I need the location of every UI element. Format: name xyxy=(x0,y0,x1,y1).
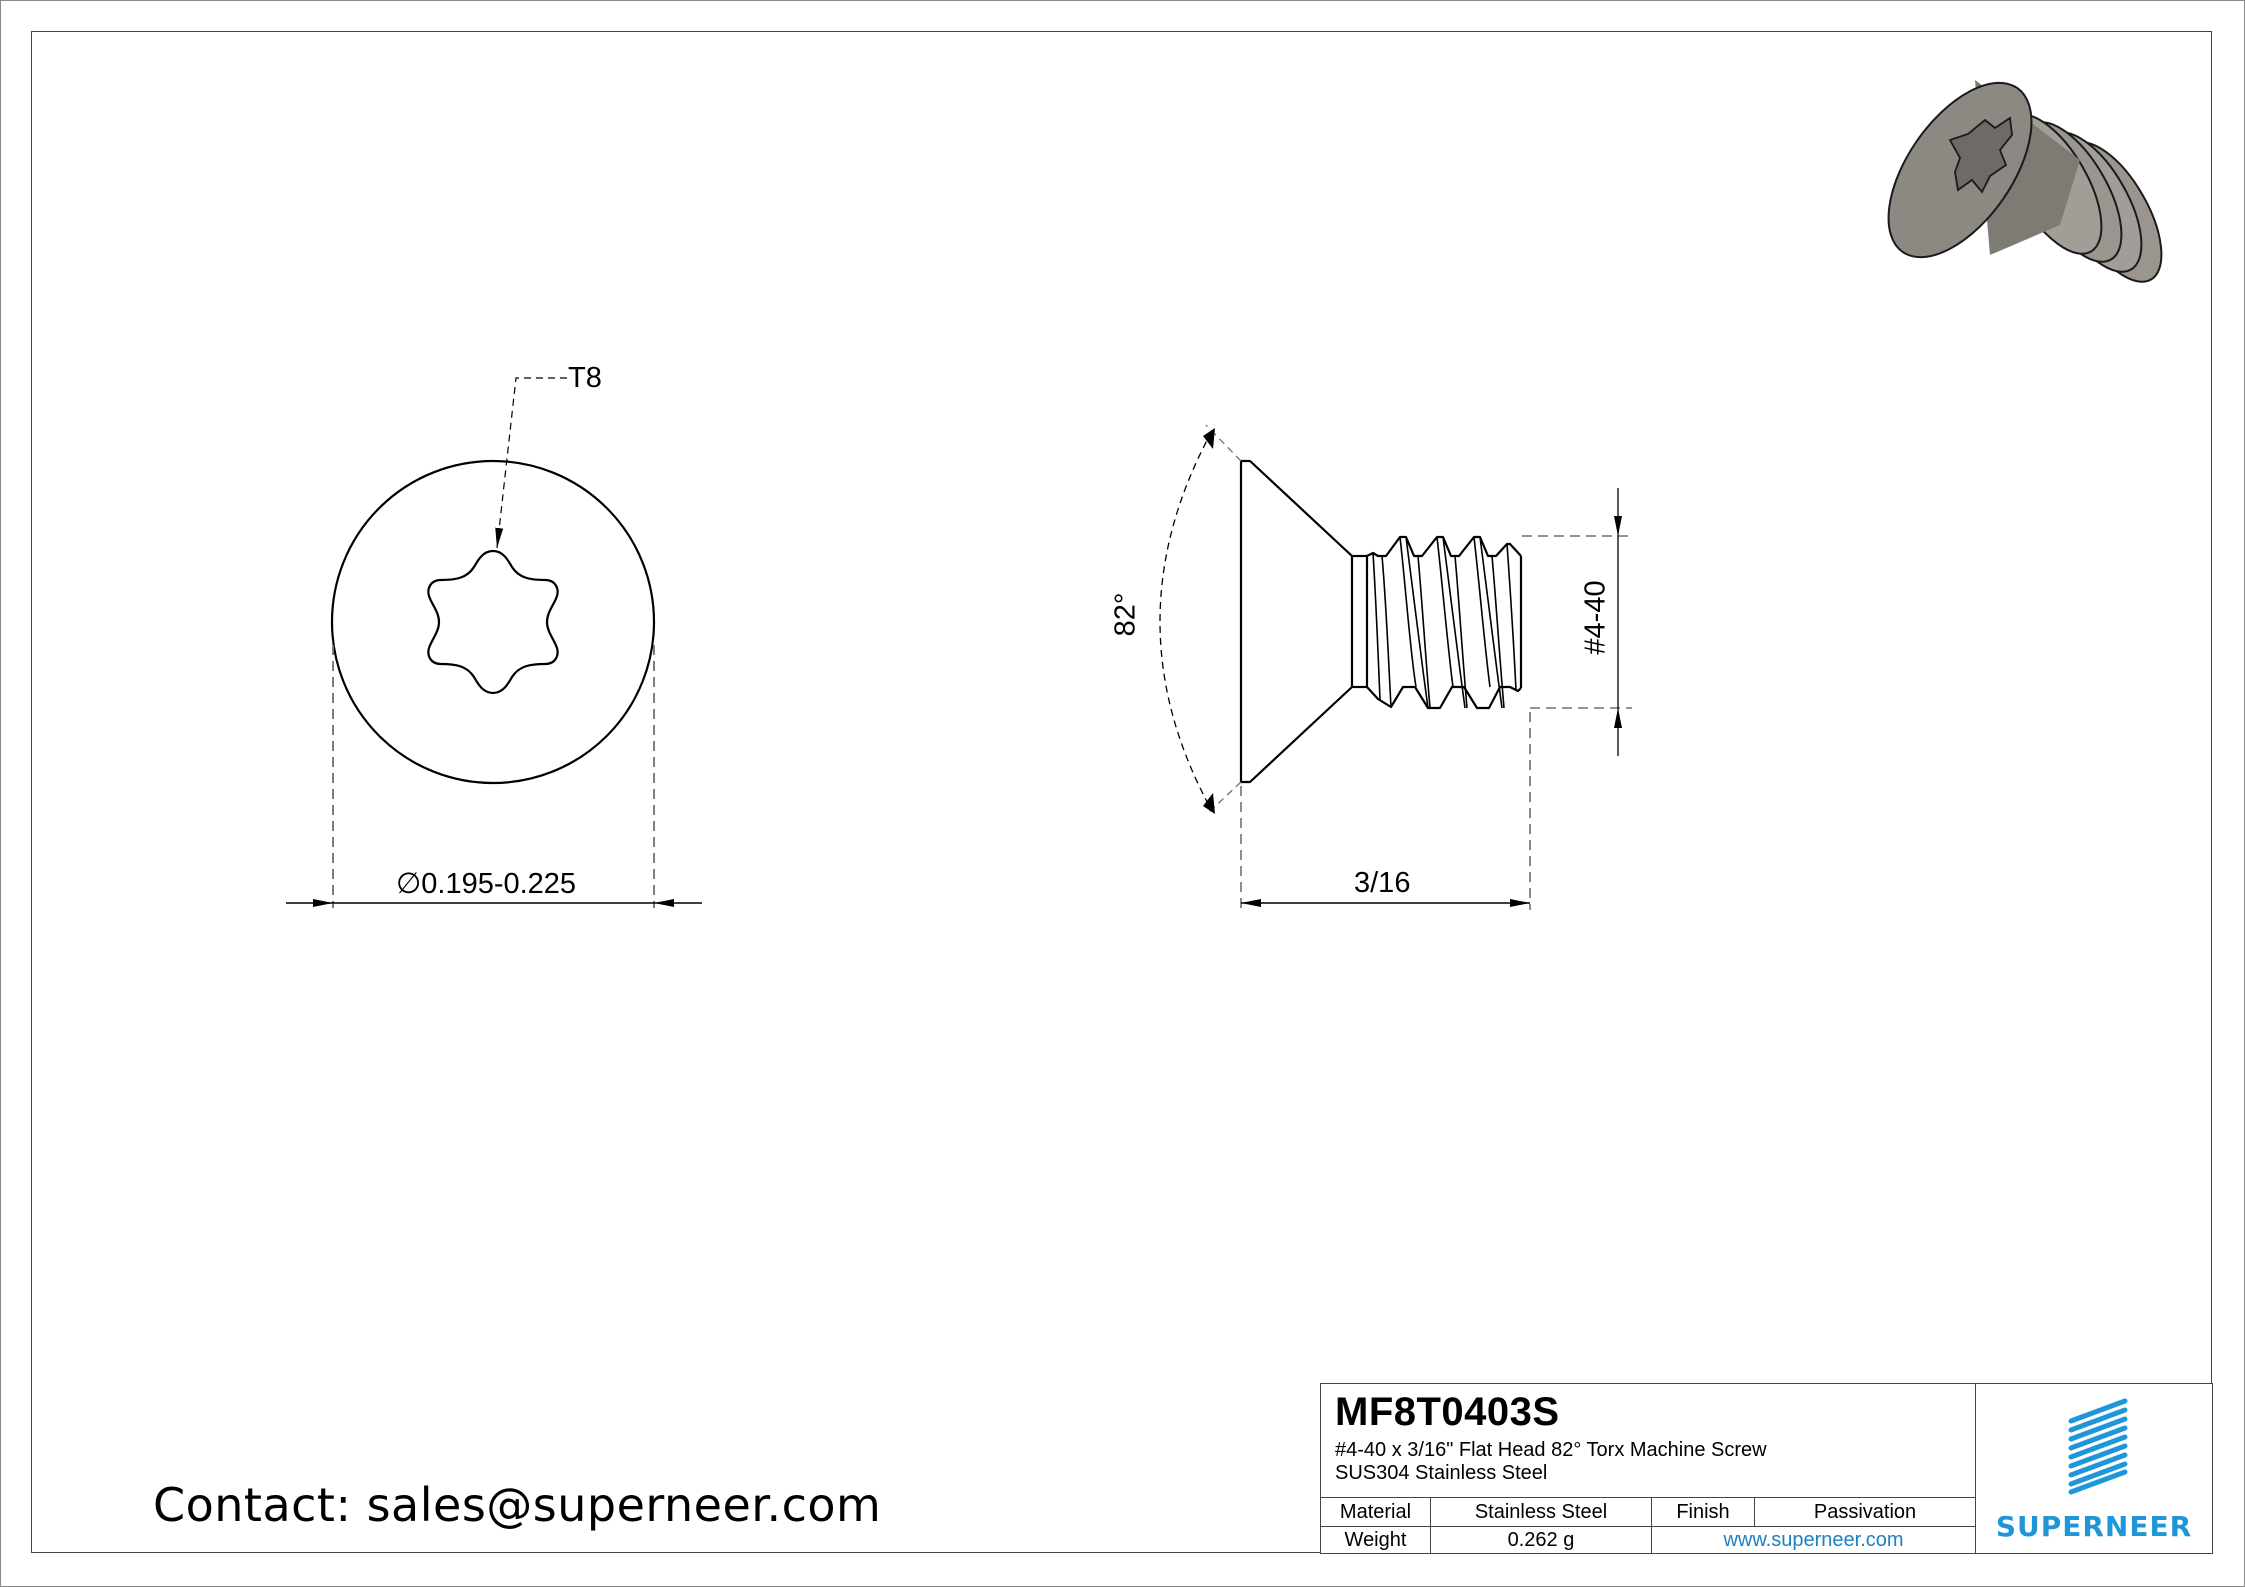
logo-wordmark: SUPERNEER xyxy=(1995,1510,2193,1543)
contact-email[interactable]: Contact: sales@superneer.com xyxy=(153,1478,882,1532)
length-dimension xyxy=(1240,712,1531,910)
logo-stripes-icon xyxy=(2068,1398,2128,1495)
torx-size-label: T8 xyxy=(568,362,602,394)
weight-label: Weight xyxy=(1344,1529,1407,1551)
table-row: Material Stainless Steel Finish Passivat… xyxy=(1321,1498,1975,1527)
title-block-info: MF8T0403S #4-40 x 3/16" Flat Head 82° To… xyxy=(1321,1384,1976,1554)
table-row: Weight 0.262 g www.superneer.com xyxy=(1321,1526,1975,1554)
website-link[interactable]: www.superneer.com xyxy=(1651,1526,1975,1554)
superneer-logo: SUPERNEER xyxy=(1976,1384,2212,1553)
part-description: #4-40 x 3/16" Flat Head 82° Torx Machine… xyxy=(1335,1439,1767,1461)
thread-dimension xyxy=(1522,488,1632,756)
material-label: Material xyxy=(1339,1501,1412,1523)
torx-recess-icon xyxy=(427,549,559,695)
diameter-symbol: ∅ xyxy=(396,868,422,900)
properties-table: Material Stainless Steel Finish Passivat… xyxy=(1321,1497,1975,1554)
title-block: MF8T0403S #4-40 x 3/16" Flat Head 82° To… xyxy=(1320,1383,2213,1554)
diameter-label: ∅0.195-0.225 xyxy=(396,870,576,899)
finish-label: Finish xyxy=(1651,1498,1754,1526)
side-view xyxy=(1239,459,1523,784)
weight-value: 0.262 g xyxy=(1430,1526,1651,1554)
angle-label: 82° xyxy=(1109,592,1142,637)
part-material-description: SUS304 Stainless Steel xyxy=(1335,1462,1548,1484)
part-number: MF8T0403S xyxy=(1335,1390,1560,1434)
head-view xyxy=(286,377,702,908)
diameter-value: 0.195-0.225 xyxy=(421,868,577,900)
screw-3d-render-icon xyxy=(1887,80,2163,283)
t8-leader xyxy=(495,377,567,549)
material-value: Stainless Steel xyxy=(1430,1498,1651,1526)
length-label: 3/16 xyxy=(1354,867,1411,899)
drawing-frame xyxy=(31,31,2212,1553)
finish-value: Passivation xyxy=(1754,1498,1975,1526)
thread-size-label: #4-40 xyxy=(1579,580,1612,655)
screw-head-profile xyxy=(1239,459,1354,784)
head-outline xyxy=(330,459,656,785)
angle-dimension xyxy=(1159,424,1242,816)
